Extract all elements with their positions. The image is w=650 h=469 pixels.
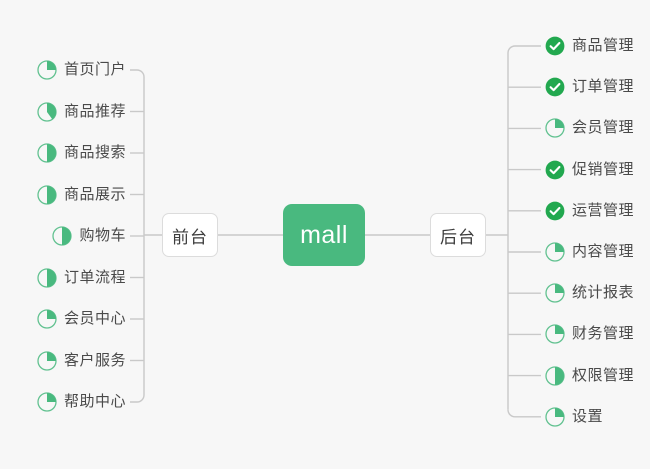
pie-progress-icon	[545, 118, 565, 139]
branch-item-label: 内容管理	[572, 243, 635, 260]
node-root-label: mall	[300, 220, 348, 249]
branch-item-label: 权限管理	[572, 366, 635, 384]
branch-item-label: 会员中心	[63, 310, 126, 327]
pie-progress-icon	[545, 324, 565, 345]
branch-item-label: 会员管理	[572, 119, 635, 137]
branch-item-left-2[interactable]: 商品推荐	[0, 99, 126, 125]
branch-item-left-8[interactable]: 客户服务	[0, 348, 126, 374]
branch-item-left-3[interactable]: 商品搜索	[0, 140, 126, 166]
pie-progress-icon	[37, 267, 57, 288]
pie-progress-icon	[37, 392, 57, 412]
check-circle-icon	[545, 160, 565, 179]
branch-item-label: 设置	[572, 407, 604, 425]
branch-item-label: 商品推荐	[63, 102, 126, 120]
pie-progress-icon	[37, 101, 57, 122]
branch-item-left-7[interactable]: 会员中心	[0, 306, 126, 332]
pie-progress-icon	[545, 407, 565, 427]
branch-item-right-3[interactable]: 会员管理	[545, 115, 650, 141]
check-circle-icon	[545, 36, 565, 56]
node-frontend-label: 前台	[172, 227, 208, 247]
branch-item-right-6[interactable]: 内容管理	[545, 239, 650, 265]
pie-progress-icon	[37, 350, 57, 371]
branch-item-label: 商品管理	[572, 37, 635, 54]
node-backend[interactable]: 后台	[430, 213, 486, 257]
pie-progress-icon	[52, 226, 73, 246]
check-circle-icon	[545, 77, 565, 97]
branch-item-label: 首页门户	[63, 61, 126, 78]
branch-item-right-10[interactable]: 设置	[545, 404, 650, 430]
branch-item-label: 订单流程	[63, 268, 126, 286]
branch-item-right-7[interactable]: 统计报表	[545, 280, 650, 306]
branch-item-label: 帮助中心	[63, 393, 126, 410]
branch-item-label: 财务管理	[572, 325, 635, 343]
node-frontend[interactable]: 前台	[162, 213, 218, 257]
branch-item-left-1[interactable]: 首页门户	[0, 57, 126, 83]
check-circle-icon	[545, 201, 565, 221]
branch-item-label: 订单管理	[572, 78, 635, 96]
branch-item-right-9[interactable]: 权限管理	[545, 363, 650, 389]
branch-item-label: 运营管理	[572, 201, 635, 219]
branch-item-left-4[interactable]: 商品展示	[0, 182, 126, 208]
pie-progress-icon	[37, 309, 57, 329]
branch-item-right-4[interactable]: 促销管理	[545, 157, 650, 183]
node-backend-label: 后台	[440, 227, 476, 247]
branch-item-right-8[interactable]: 财务管理	[545, 321, 650, 347]
branch-item-label: 商品搜索	[63, 144, 126, 161]
branch-item-left-9[interactable]: 帮助中心	[0, 389, 126, 415]
branch-item-label: 商品展示	[63, 185, 126, 203]
pie-progress-icon	[37, 184, 57, 205]
node-root-mall[interactable]: mall	[283, 204, 365, 266]
branch-item-right-5[interactable]: 运营管理	[545, 198, 650, 224]
pie-progress-icon	[37, 143, 57, 163]
pie-progress-icon	[37, 60, 57, 80]
branch-item-label: 客户服务	[63, 351, 126, 369]
branch-item-label: 购物车	[79, 227, 126, 244]
branch-item-right-2[interactable]: 订单管理	[545, 74, 650, 100]
branch-item-label: 促销管理	[572, 160, 635, 178]
branch-item-label: 统计报表	[572, 284, 635, 302]
pie-progress-icon	[545, 365, 565, 386]
branch-item-left-5[interactable]: 购物车	[0, 223, 126, 249]
branch-item-right-1[interactable]: 商品管理	[545, 33, 650, 59]
pie-progress-icon	[545, 283, 565, 303]
pie-progress-icon	[545, 242, 565, 262]
branch-item-left-6[interactable]: 订单流程	[0, 265, 126, 291]
